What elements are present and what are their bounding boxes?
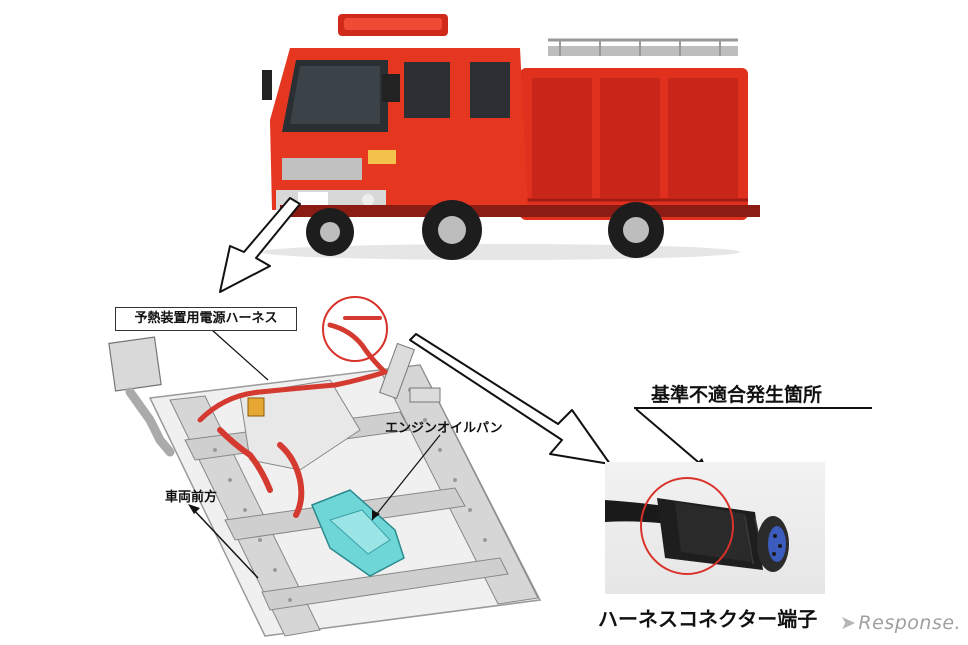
nonconformity-pointer	[635, 408, 705, 468]
oil-pan-label: エンジンオイルパン	[385, 421, 503, 436]
front-wheel	[422, 200, 482, 260]
vehicle-front-label: 車両前方	[165, 490, 218, 505]
arrow-truck-to-diagram	[219, 197, 301, 293]
harness-label: 予熱装置用電源ハーネス	[115, 307, 297, 331]
response-logo-text: Response.	[858, 612, 962, 634]
front-left-wheel	[306, 208, 354, 256]
diagram-highlight-circle	[322, 296, 388, 362]
nonconformity-label: 基準不適合発生箇所	[651, 384, 823, 406]
response-chevron-icon: ➤	[840, 612, 857, 634]
response-logo: ➤Response.	[840, 612, 961, 634]
oil-pan-shape	[311, 489, 405, 577]
connector-photo	[605, 462, 825, 594]
chassis-diagram	[108, 316, 542, 637]
rear-wheel	[608, 202, 664, 258]
oilpan-leader-line	[371, 434, 441, 521]
arrow-diagram-to-connector	[409, 333, 611, 465]
harness-leader-line	[211, 329, 269, 381]
fire-truck-image	[260, 14, 760, 260]
connector-terminal-label: ハーネスコネクター端子	[598, 607, 818, 631]
vehicle-front-arrow	[188, 504, 259, 579]
